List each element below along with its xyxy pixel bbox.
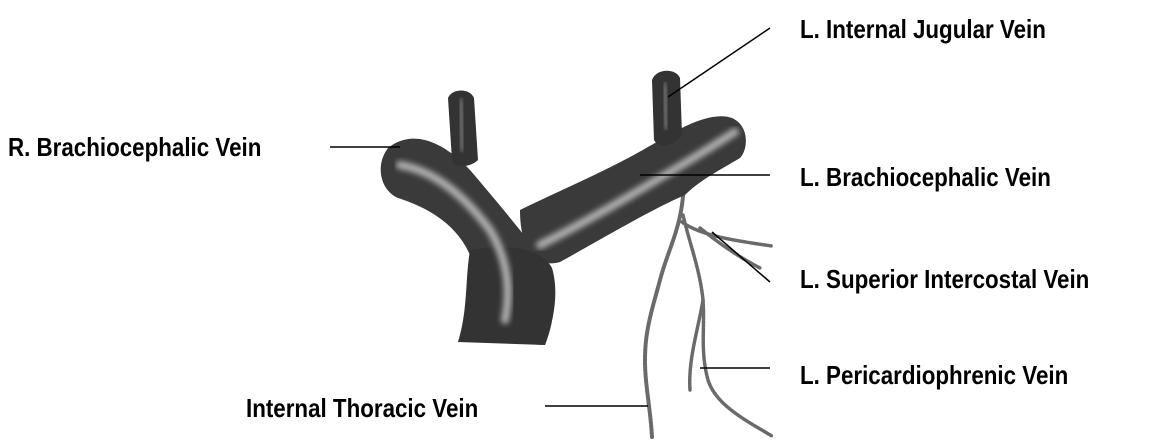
leader-l-internal-jugular [668,28,770,97]
label-r-brachiocephalic: R. Brachiocephalic Vein [8,133,261,162]
label-l-superior-intercostal: L. Superior Intercostal Vein [800,265,1089,294]
label-internal-thoracic: Internal Thoracic Vein [246,394,478,423]
label-l-pericardiophrenic: L. Pericardiophrenic Vein [800,361,1068,390]
label-l-internal-jugular: L. Internal Jugular Vein [800,15,1046,44]
internal-thoracic-vein [645,196,683,437]
leader-l-superior-intercostal [712,232,770,282]
brachiocephalic-vein-trunk [381,71,746,345]
label-l-brachiocephalic: L. Brachiocephalic Vein [800,163,1051,192]
